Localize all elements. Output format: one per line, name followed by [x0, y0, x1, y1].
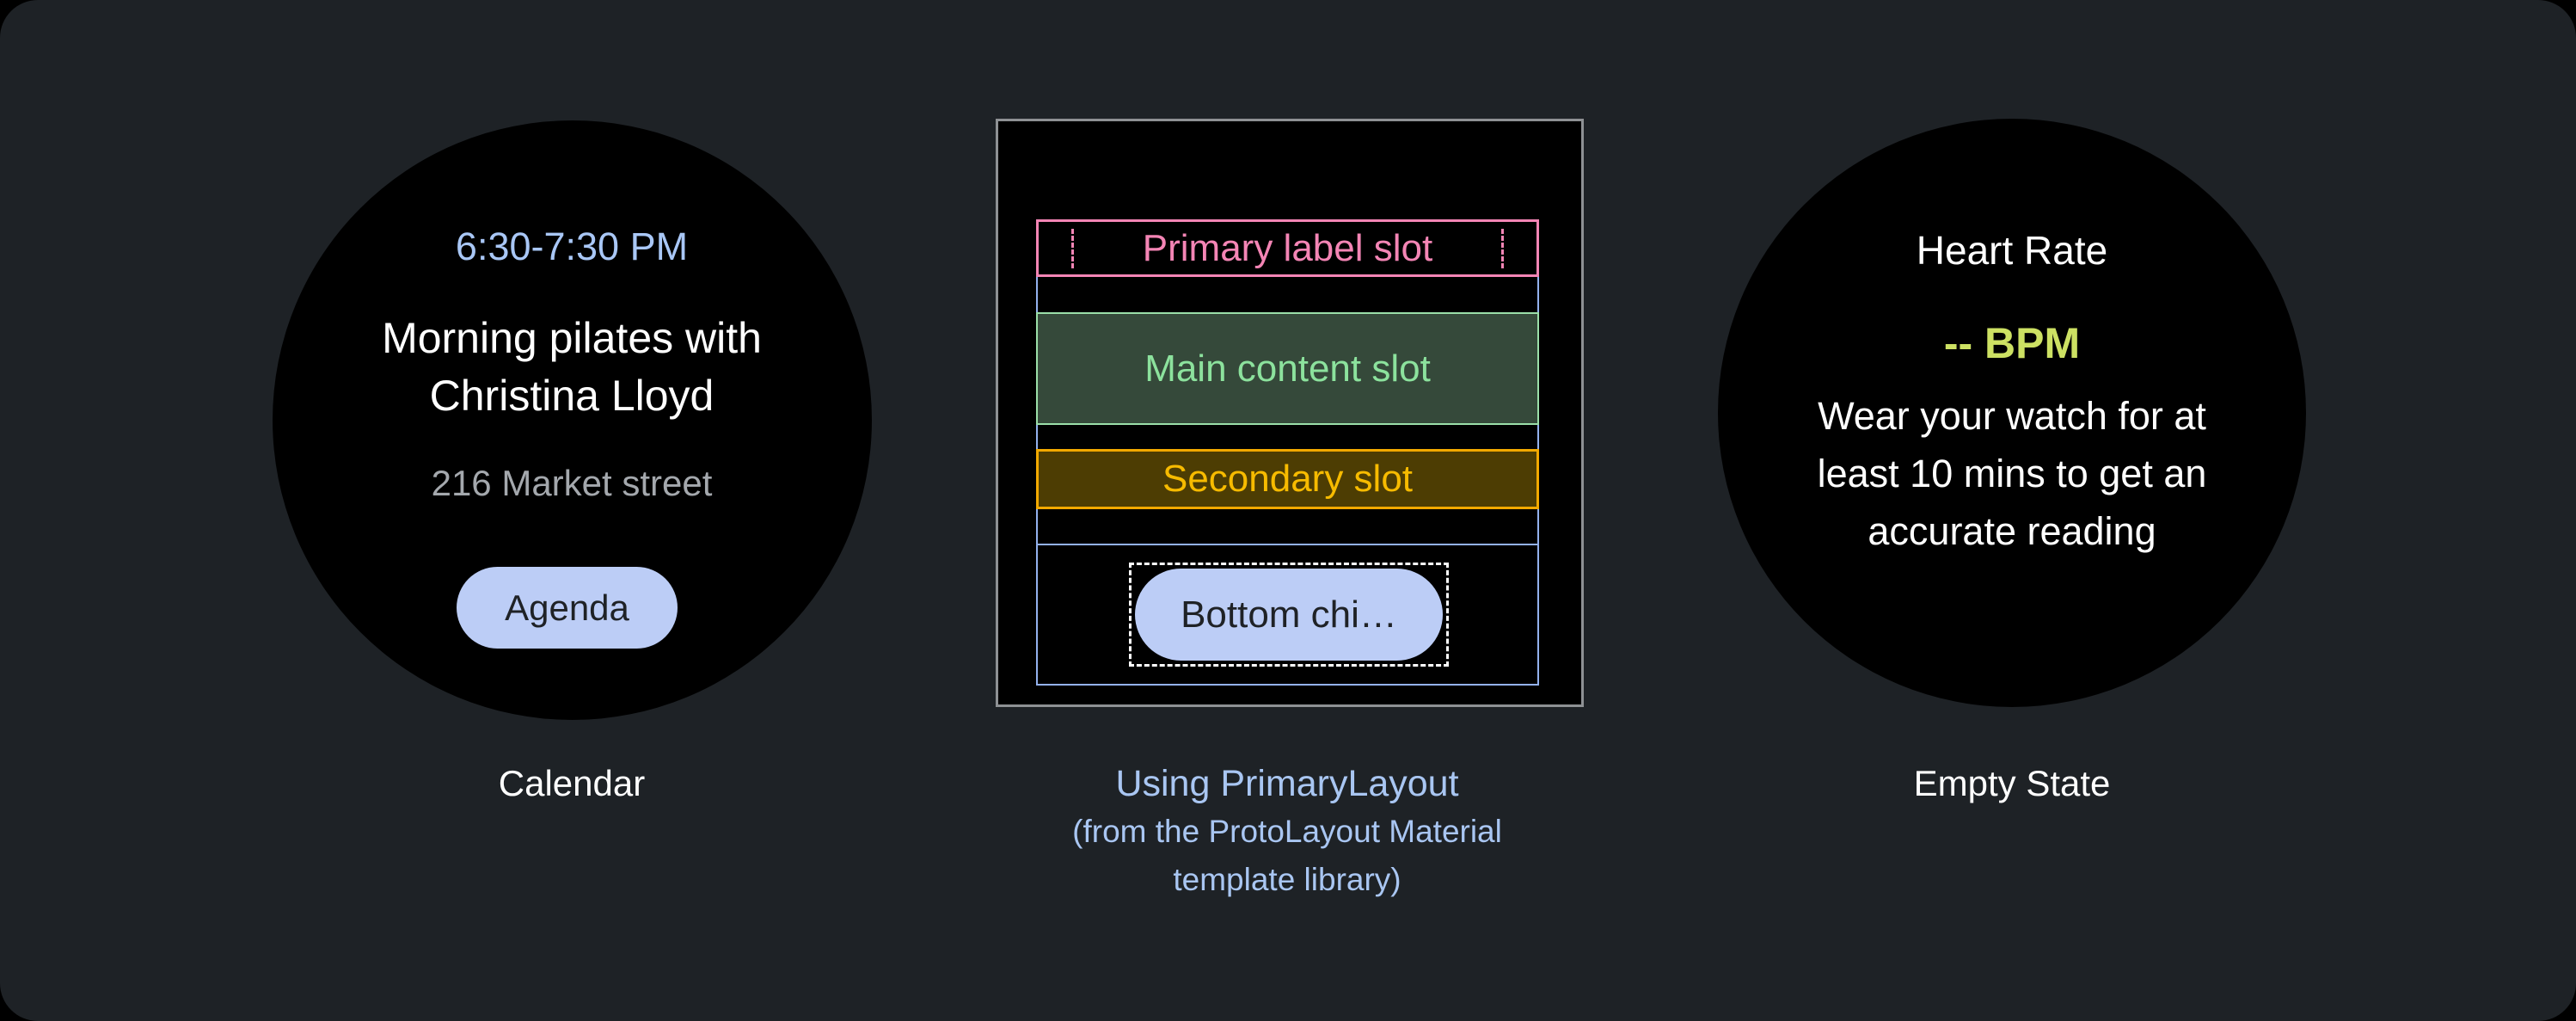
- caption-protolayout-material: (from the ProtoLayout Material: [1072, 814, 1502, 849]
- padding-guide-right-dash: [1501, 229, 1504, 268]
- bpm-value-text: -- BPM: [1943, 319, 2081, 367]
- agenda-chip-label: Agenda: [505, 587, 629, 628]
- event-title-line2: Christina Lloyd: [429, 372, 715, 420]
- agenda-chip-button[interactable]: Agenda: [457, 567, 678, 649]
- caption-using-primarylayout: Using PrimaryLayout: [1115, 763, 1459, 804]
- event-title-text: Morning pilates with Christina Lloyd: [382, 310, 762, 425]
- heart-rate-title-text: Heart Rate: [1916, 228, 2108, 273]
- event-location-text: 216 Market street: [431, 463, 713, 503]
- primary-label-slot-text: Primary label slot: [1142, 226, 1433, 269]
- secondary-slot-text: Secondary slot: [1162, 458, 1414, 500]
- heart-rate-instruction-text: Wear your watch for at least 10 mins to …: [1818, 387, 2207, 560]
- instruction-line3: accurate reading: [1868, 509, 2156, 553]
- instruction-line2: least 10 mins to get an: [1817, 452, 2207, 495]
- caption-empty-state: Empty State: [1913, 763, 2111, 803]
- bottom-chip-button[interactable]: Bottom chi…: [1135, 569, 1443, 661]
- event-title-line1: Morning pilates with: [382, 314, 762, 362]
- heart-rate-watch-screen: [1718, 119, 2306, 707]
- main-content-slot-box: Main content slot: [1036, 312, 1539, 425]
- padding-guide-left-dash: [1071, 229, 1074, 268]
- event-time-text: 6:30-7:30 PM: [455, 224, 689, 268]
- secondary-slot-box: Secondary slot: [1036, 449, 1539, 509]
- primary-label-slot-box: Primary label slot: [1036, 219, 1539, 277]
- main-content-slot-text: Main content slot: [1144, 347, 1431, 390]
- instruction-line1: Wear your watch for at: [1818, 394, 2206, 438]
- bottom-slot-bounds-guide: [1036, 544, 1539, 686]
- bottom-chip-dashed-guide: [1129, 563, 1449, 667]
- caption-calendar: Calendar: [498, 763, 646, 803]
- bottom-chip-label: Bottom chi…: [1181, 593, 1397, 636]
- caption-template-library: template library): [1173, 862, 1401, 897]
